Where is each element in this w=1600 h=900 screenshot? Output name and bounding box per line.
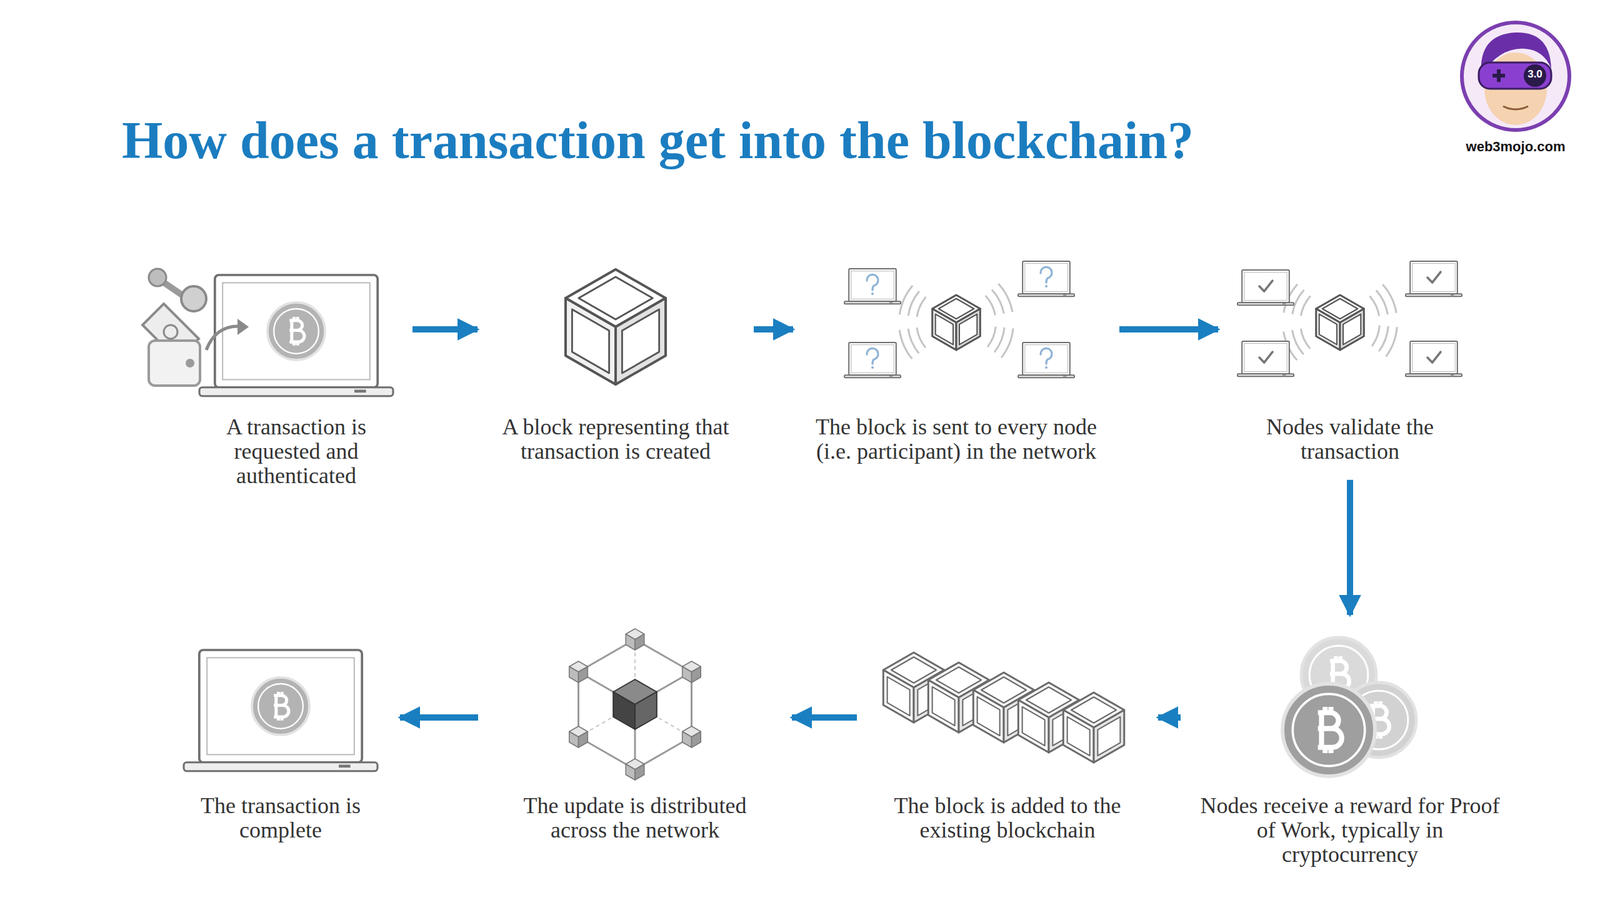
step-caption: A transaction is requested and authentic… [199, 415, 394, 489]
icon-space [486, 633, 784, 794]
reward-coins [1282, 637, 1417, 777]
flow-arrow [1346, 480, 1354, 615]
icon-space [486, 270, 745, 415]
request-illustration [142, 268, 394, 397]
process-step: The block is sent to every node (i.e. pa… [801, 270, 1111, 468]
step-caption: The block is sent to every node (i.e. pa… [809, 415, 1104, 464]
icon-space [188, 270, 404, 415]
process-step: The block is added to the existing block… [865, 633, 1150, 847]
flow-arrow [791, 714, 857, 721]
step-caption: The block is added to the existing block… [873, 793, 1142, 843]
process-step: Nodes receive a reward for Proof of Work… [1189, 633, 1511, 871]
validation-illustration [1237, 261, 1462, 377]
block-cube [565, 269, 666, 385]
icon-space [1189, 633, 1511, 794]
step-caption: Nodes validate the transaction [1262, 415, 1438, 464]
network-cube [569, 628, 702, 780]
icon-space [865, 633, 1150, 794]
flow-arrow [753, 326, 794, 333]
site-name: web3mojo.com [1466, 138, 1566, 155]
flow-arrow [1158, 714, 1181, 721]
process-step: A transaction is requested and authentic… [188, 270, 404, 492]
process-step: The update is distributed across the net… [486, 633, 784, 847]
process-step: Nodes validate the transaction [1226, 270, 1474, 468]
diagram-title: How does a transaction get into the bloc… [121, 110, 1194, 171]
broadcast-illustration [844, 261, 1075, 378]
step-caption: The update is distributed across the net… [494, 793, 776, 843]
flow-arrow [400, 714, 479, 721]
icon-space [170, 633, 392, 794]
blockchain-cubes [883, 652, 1124, 763]
flow-arrow [1119, 326, 1219, 333]
step-caption: The transaction is complete [177, 793, 384, 843]
process-step: The transaction is complete [170, 633, 392, 847]
logo-version: 3.0 [1527, 68, 1543, 81]
complete-laptop [183, 650, 378, 772]
step-caption: Nodes receive a reward for Proof of Work… [1196, 793, 1504, 867]
flow-arrow [412, 326, 478, 333]
icon-space [801, 270, 1111, 415]
icon-space [1226, 270, 1474, 415]
step-caption: A block representing that transaction is… [493, 415, 738, 464]
process-step: A block representing that transaction is… [486, 270, 745, 468]
site-logo [1461, 22, 1570, 130]
